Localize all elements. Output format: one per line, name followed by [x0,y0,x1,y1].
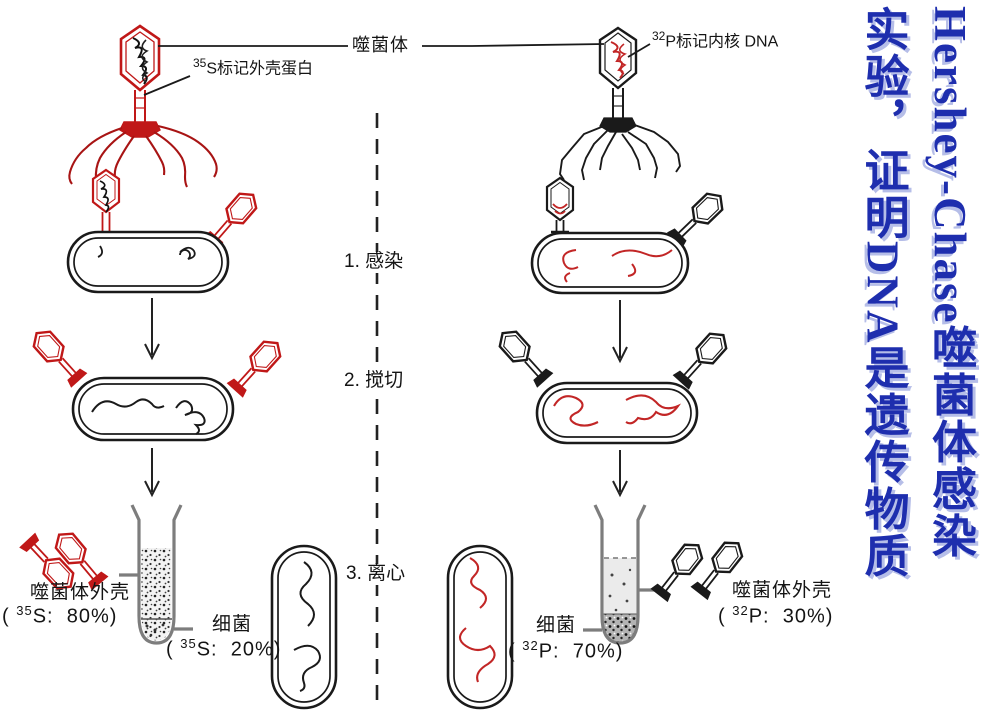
right-arrow-2 [612,450,628,498]
right-stir-step [493,324,733,445]
left-marker-label: 35S标记外壳蛋白 [193,56,314,78]
right-infection-step [530,176,730,295]
right-shell-result-value: ( 32P: 30%) [718,603,834,628]
left-shell-result-label: 噬菌体外壳 [30,582,131,603]
step-3-label: 3. 离心 [343,563,409,585]
label-connector-lines [143,43,651,96]
left-infection-step [66,168,263,294]
right-bacteria-result-label: 细菌 [536,615,577,636]
phage-label: 噬菌体 [352,35,409,55]
step-1-label: 1. 感染 [341,251,407,273]
left-bacteria-result-value: ( 35S: 20%) [166,636,282,661]
step-2-label: 2. 搅切 [341,370,407,392]
right-marker-label: 32P标记内核 DNA [652,29,779,51]
right-bacteria-result-value: ( 32P: 70%) [508,638,624,663]
right-shell-result-label: 噬菌体外壳 [732,580,833,601]
right-arrow-1 [612,300,628,364]
phage-35s-labeled [68,24,218,191]
slide-title: Hershey-Chase噬菌体感染 实验，证明DNA是遗传物质 [848,6,983,710]
right-bacterium-capsule [446,544,514,710]
phage-32p-labeled [559,26,681,181]
left-centrifuge-tube [119,504,193,645]
slide-title-line-2: 实验，证明DNA是遗传物质 [857,6,908,580]
left-stir-step [27,324,287,442]
left-arrow-2 [144,448,160,498]
left-shell-result-value: ( 35S: 80%) [2,603,118,628]
right-centrifuge-tube [583,504,657,645]
left-arrow-1 [144,298,160,361]
slide-title-line-1: Hershey-Chase噬菌体感染 [925,6,975,560]
left-bacteria-result-label: 细菌 [212,614,253,635]
left-bacterium-capsule [270,544,338,710]
